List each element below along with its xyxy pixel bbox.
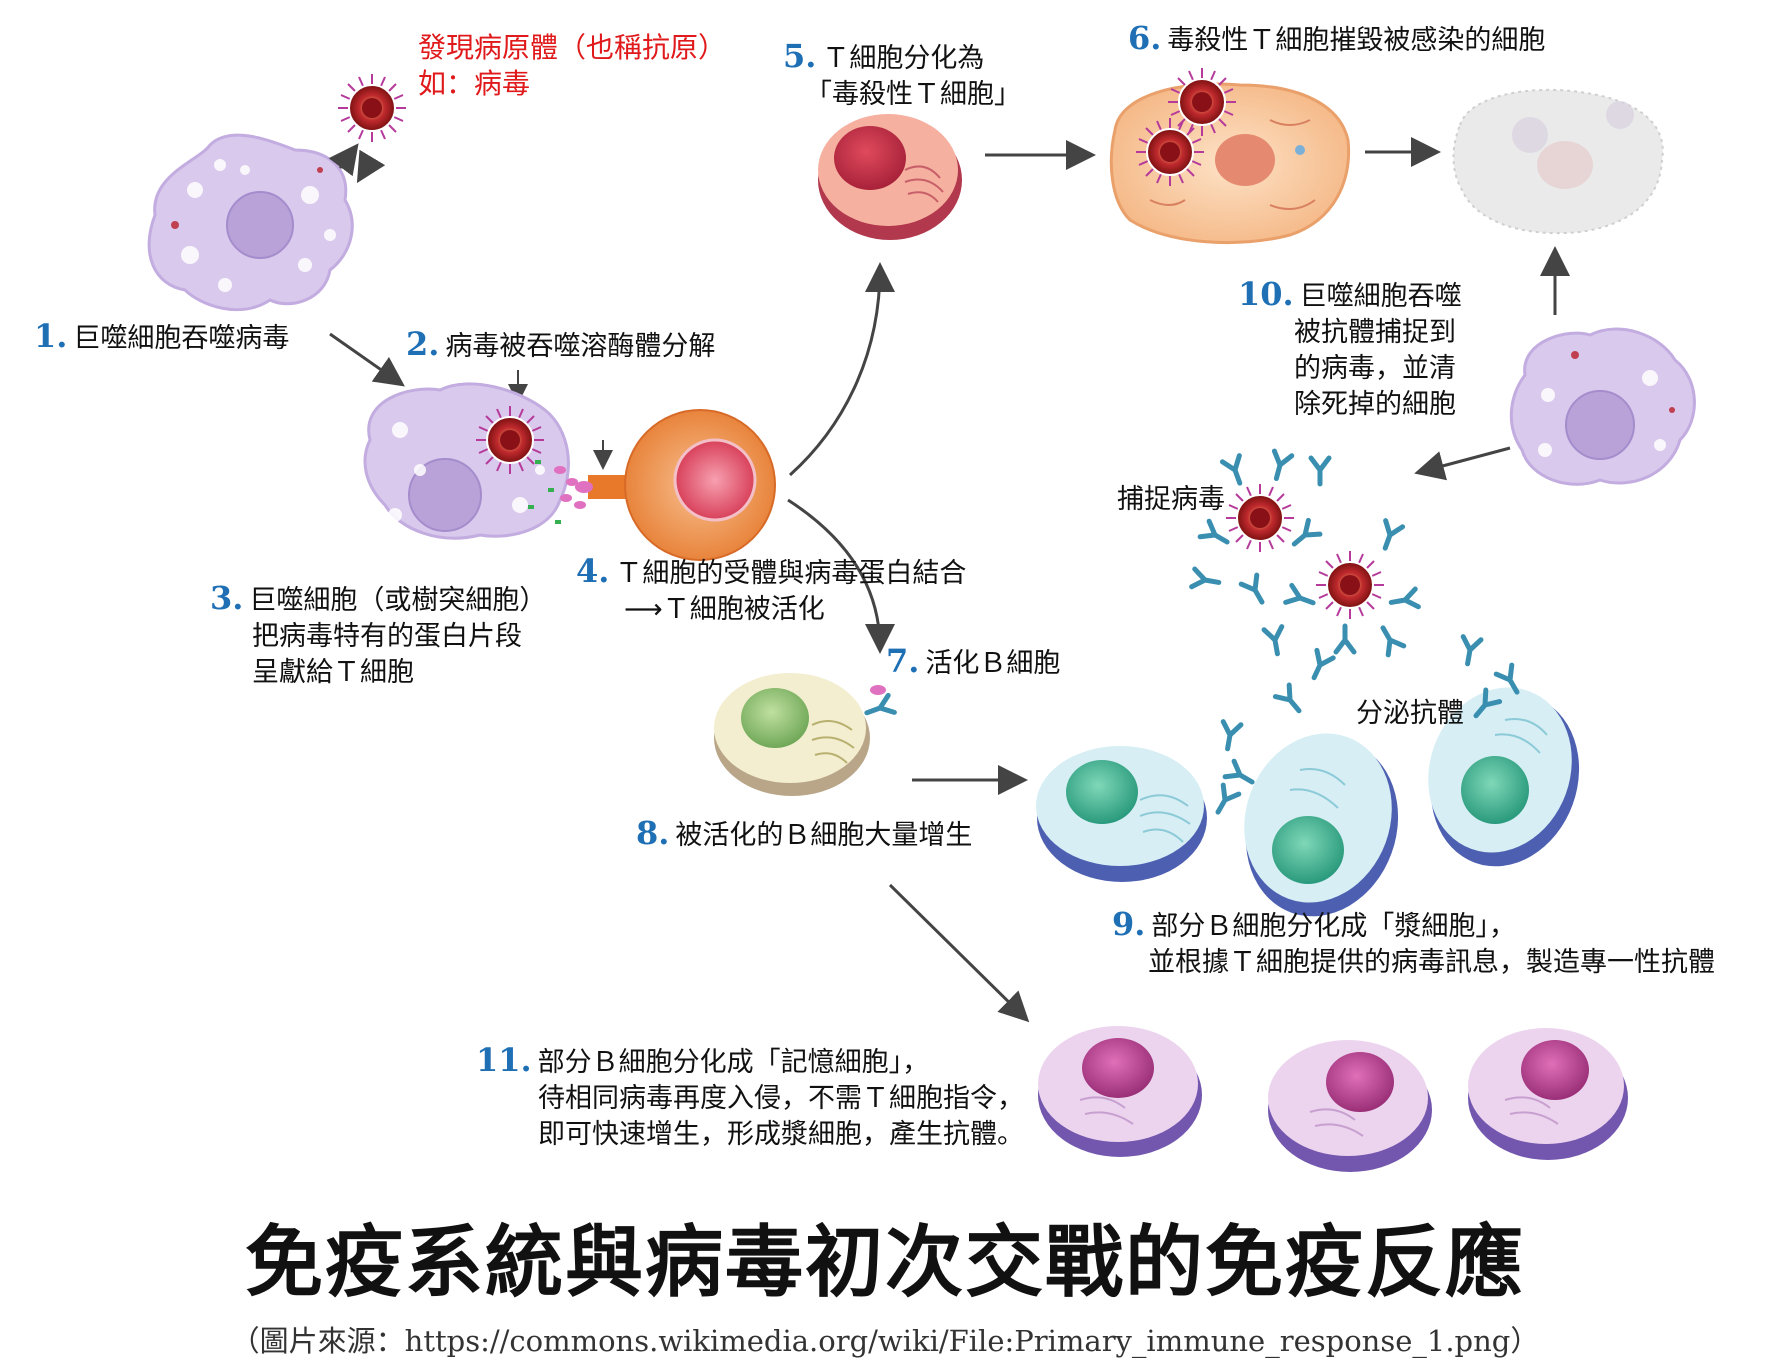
step-5-line-1: Ｔ細胞分化為 — [822, 43, 985, 74]
memory-cell-3 — [1468, 1028, 1628, 1160]
step-10-number: 10. — [1238, 275, 1294, 313]
step-9-line-2: 並根據Ｔ細胞提供的病毒訊息，製造專一性抗體 — [1148, 947, 1715, 978]
step-4-label: 4.Ｔ細胞的受體與病毒蛋白結合 ⟶Ｔ細胞被活化 — [576, 553, 966, 628]
infecting-virus-2 — [1135, 117, 1205, 187]
arrow-step1-to-step2 — [329, 332, 405, 387]
plasma-cell-3 — [1428, 687, 1580, 867]
step-6-text: 毒殺性Ｔ細胞摧毀被感染的細胞 — [1167, 25, 1546, 56]
step-11-line-2: 待相同病毒再度入侵，不需Ｔ細胞指令， — [538, 1083, 1024, 1114]
arrow-macrophage-to-captured — [1414, 446, 1511, 481]
step-9-line-1: 部分Ｂ細胞分化成「漿細胞」， — [1151, 911, 1516, 942]
step-11-line-1: 部分Ｂ細胞分化成「記憶細胞」， — [537, 1047, 930, 1078]
arrow-bcell-to-memory — [888, 883, 1030, 1023]
step-3-label: 3.巨噬細胞（或樹突細胞） 把病毒特有的蛋白片段 呈獻給Ｔ細胞 — [210, 580, 546, 691]
step-1-label: 1.巨噬細胞吞噬病毒 — [34, 318, 289, 357]
step-9-number: 9. — [1112, 905, 1146, 943]
step-8-text: 被活化的Ｂ細胞大量增生 — [675, 820, 973, 851]
step-11-number: 11. — [476, 1041, 532, 1079]
step-3-number: 3. — [210, 579, 244, 617]
image-source-credit: （圖片來源：https://commons.wikimedia.org/wiki… — [230, 1324, 1540, 1358]
activated-b-cell — [714, 673, 870, 796]
macrophage-cell-2 — [363, 382, 586, 540]
step-7-label: 7.活化Ｂ細胞 — [886, 643, 1060, 682]
step-7-number: 7. — [886, 642, 920, 680]
step-10-line-3: 的病毒，並清 — [1294, 353, 1456, 384]
step-11-line-3: 即可快速增生，形成漿細胞，產生抗體。 — [538, 1119, 1024, 1150]
step-7-text: 活化Ｂ細胞 — [925, 648, 1061, 679]
step-6-label: 6.毒殺性Ｔ細胞摧毀被感染的細胞 — [1128, 20, 1545, 59]
b-cell-receptor-antigen — [864, 685, 895, 721]
engulf-arrows — [328, 143, 386, 184]
antigen-fragment — [575, 481, 593, 493]
step-3-line-1: 巨噬細胞（或樹突細胞） — [249, 585, 547, 616]
pathogen-label-line-2: 如：病毒 — [418, 67, 531, 100]
arrow-tcell-to-ctl — [788, 262, 895, 477]
plasma-cell-2 — [1244, 733, 1399, 917]
step-1-number: 1. — [34, 317, 68, 355]
capture-virus-caption: 捕捉病毒 — [1117, 484, 1225, 515]
step-10-line-4: 除死掉的細胞 — [1294, 389, 1456, 420]
step-5-number: 5. — [783, 37, 817, 75]
cytotoxic-t-cell — [818, 114, 962, 240]
macrophage-cell-3 — [1509, 327, 1696, 486]
step-4-line-2: ⟶Ｔ細胞被活化 — [624, 594, 825, 625]
step-10-line-2: 被抗體捕捉到 — [1294, 317, 1456, 348]
antigen-receptor-bridge — [588, 475, 626, 499]
engulfed-virus — [475, 405, 545, 475]
t-cell — [624, 409, 776, 561]
step-1-text: 巨噬細胞吞噬病毒 — [73, 323, 290, 354]
arrow-tcell-to-bcell — [787, 498, 895, 654]
step-4-number: 4. — [576, 552, 610, 590]
diagram-title: 免疫系統與病毒初次交戰的免疫反應 — [244, 1217, 1525, 1308]
step-9-label: 9.部分Ｂ細胞分化成「漿細胞」， 並根據Ｔ細胞提供的病毒訊息，製造專一性抗體 — [1112, 906, 1715, 981]
antibody-captured-viruses — [1192, 451, 1419, 655]
step-3-line-2: 把病毒特有的蛋白片段 — [252, 621, 522, 652]
step-10-line-1: 巨噬細胞吞噬 — [1299, 281, 1462, 312]
step-11-label: 11.部分Ｂ細胞分化成「記憶細胞」， 待相同病毒再度入侵，不需Ｔ細胞指令， 即可… — [476, 1042, 1024, 1153]
step-5-line-2: 「毒殺性Ｔ細胞」 — [805, 79, 1021, 110]
step-2-label: 2.病毒被吞噬溶酶體分解 — [406, 326, 715, 365]
secrete-antibody-caption: 分泌抗體 — [1356, 698, 1464, 729]
pathogen-label: 發現病原體（也稱抗原） 如：病毒 — [418, 30, 726, 102]
memory-cell-1 — [1038, 1026, 1202, 1157]
step-6-number: 6. — [1128, 19, 1162, 57]
step-2-number: 2. — [406, 325, 440, 363]
step-3-line-3: 呈獻給Ｔ細胞 — [252, 657, 414, 688]
plasma-cell-1 — [1036, 746, 1207, 882]
pathogen-label-line-1: 發現病原體（也稱抗原） — [418, 31, 727, 64]
step-4-line-1: Ｔ細胞的受體與病毒蛋白結合 — [615, 558, 967, 589]
step-2-text: 病毒被吞噬溶酶體分解 — [445, 331, 716, 362]
step-10-label: 10.巨噬細胞吞噬 被抗體捕捉到 的病毒，並清 除死掉的細胞 — [1238, 276, 1462, 423]
infected-cell — [1109, 82, 1351, 245]
step-8-number: 8. — [636, 814, 670, 852]
step-8-label: 8.被活化的Ｂ細胞大量增生 — [636, 815, 972, 854]
step-5-label: 5.Ｔ細胞分化為 「毒殺性Ｔ細胞」 — [783, 38, 1021, 113]
macrophage-cell-1 — [147, 133, 354, 311]
memory-cell-2 — [1268, 1040, 1432, 1172]
destroyed-cell — [1452, 88, 1664, 235]
infecting-virus-1 — [1167, 67, 1237, 137]
pathogen-virus — [337, 73, 407, 143]
